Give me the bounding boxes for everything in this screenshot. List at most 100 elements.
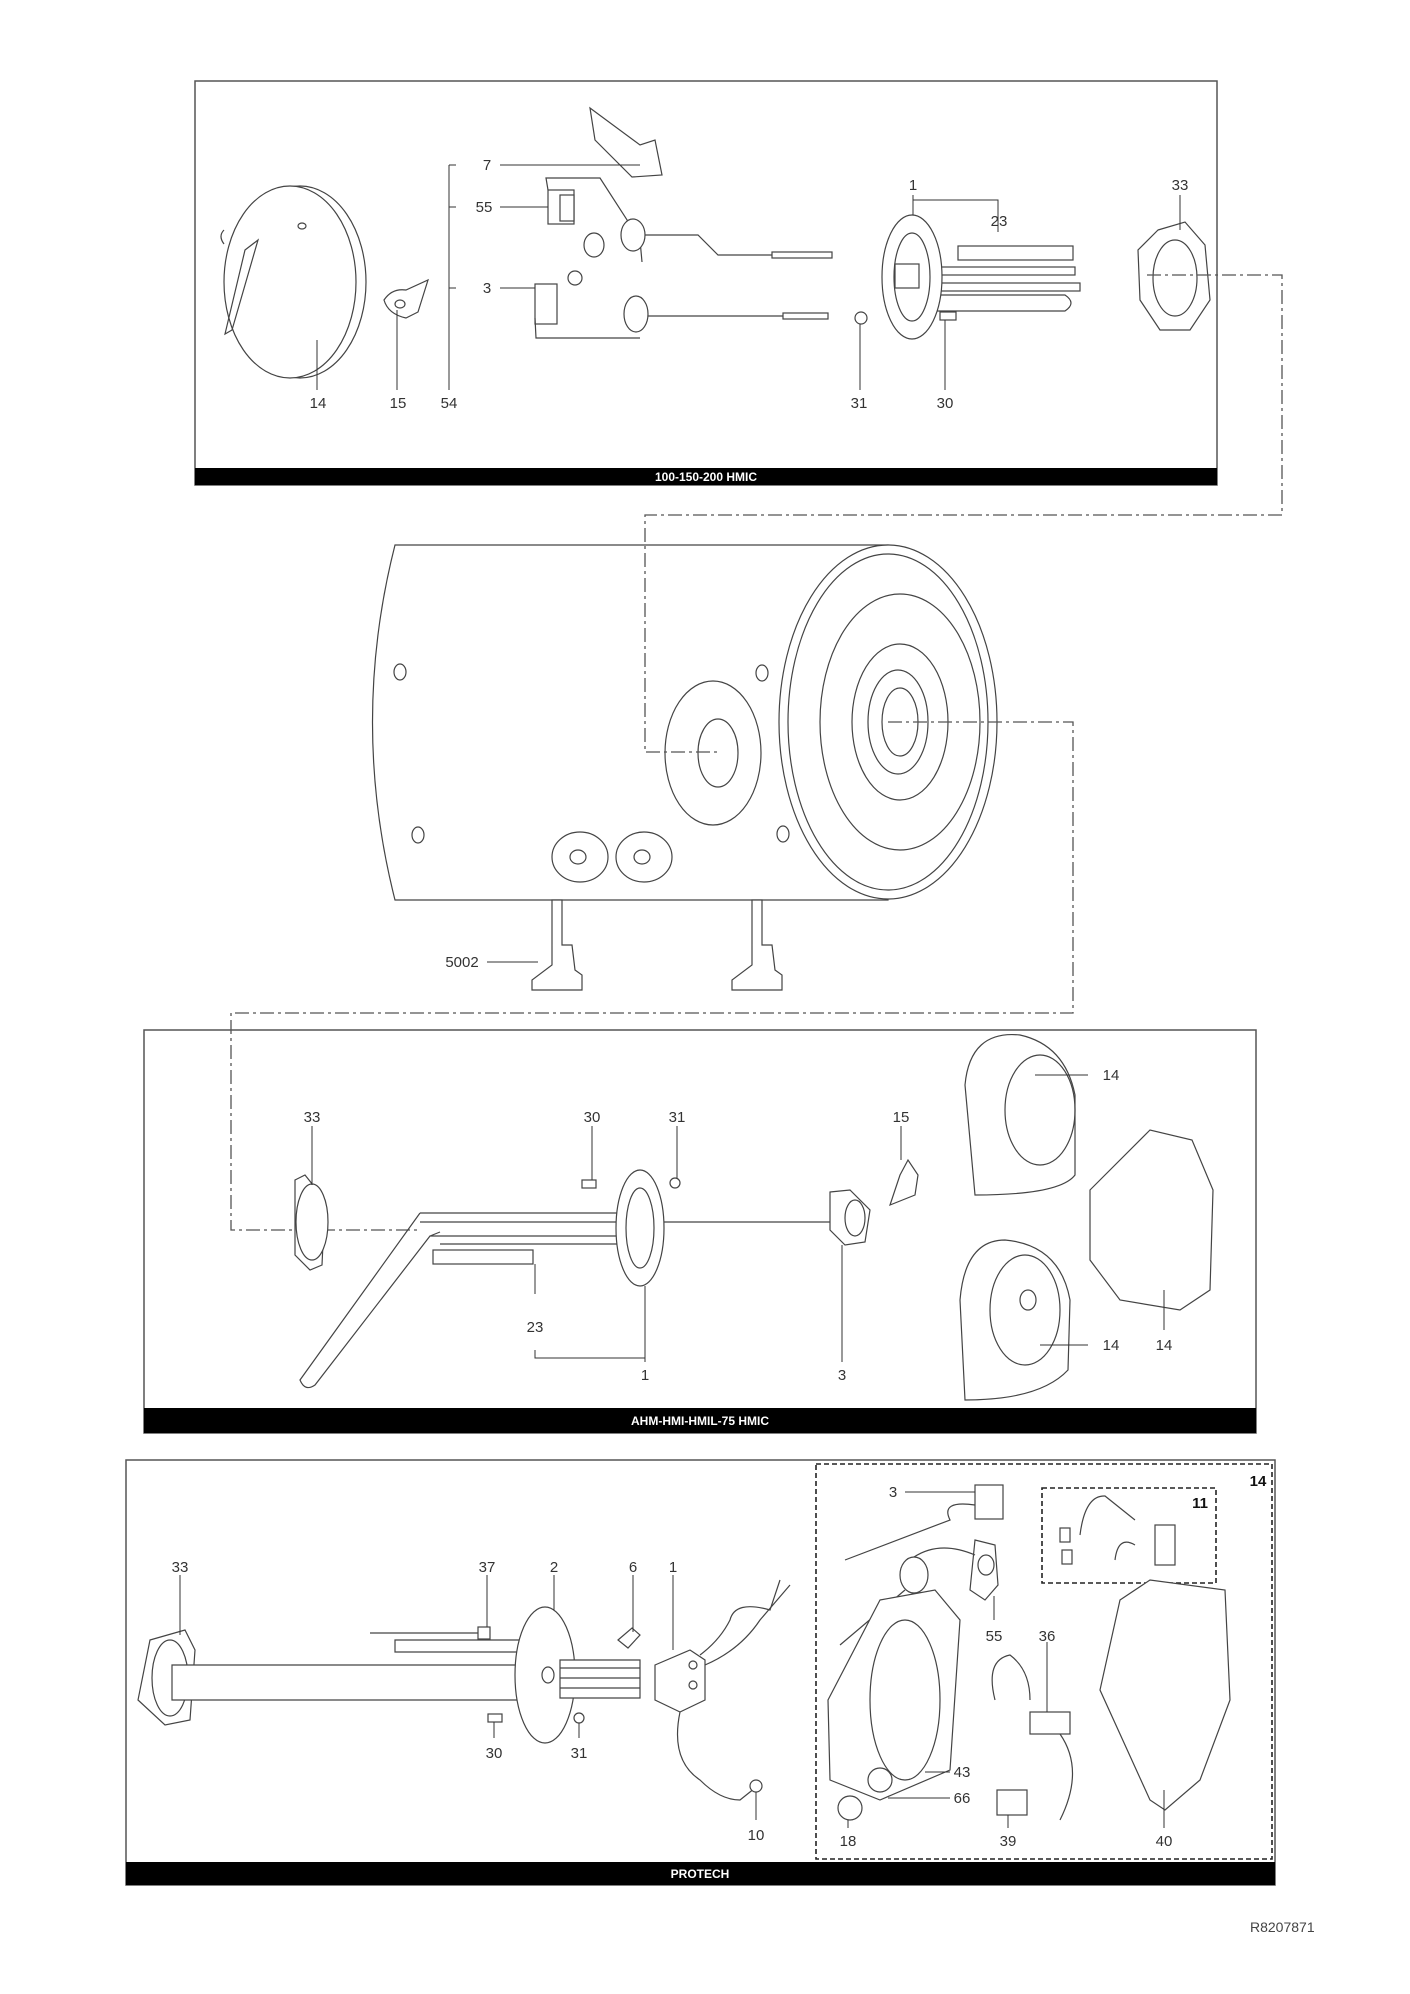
part-mounting-plate [589,106,663,178]
water-inlet [551,831,609,883]
part-circuit-board [991,1654,1074,1821]
part-clip [889,1158,919,1207]
panel-title: PROTECH [671,1867,730,1881]
part-knob [837,1795,863,1821]
earth-wire [676,1711,756,1801]
callout-2: 2 [550,1559,558,1576]
panel-title: 100-150-200 HMIC [655,470,757,484]
leg [731,899,783,991]
callout-1: 1 [669,1559,677,1576]
panel-protech: PROTECH [125,1459,1276,1886]
part-heating-element-flange [881,214,1081,340]
callout-66: 66 [954,1790,971,1807]
part-ring-terminal [749,1779,763,1793]
callout-14: 14 [1103,1067,1120,1084]
part-thermostat [829,1189,871,1246]
water-outlet [615,831,673,883]
callout-1: 1 [909,177,917,194]
panel-100-150-200-hmic: 100-150-200 HMIC [194,80,1218,486]
assembly-line-top [644,274,1283,753]
part-screw [939,311,957,321]
callout-15: 15 [893,1109,910,1126]
callout-37: 37 [479,1559,496,1576]
callout-1: 1 [641,1367,649,1384]
callout-5002: 5002 [445,954,478,971]
callout-31: 31 [851,395,868,412]
part-cover [220,185,367,379]
subkit-frame [1041,1487,1217,1584]
callout-43: 43 [954,1764,971,1781]
kit-frame [815,1463,1273,1860]
part-heating-rods [559,1659,641,1699]
part-gasket [294,1174,329,1271]
assembly-line-middle [230,721,1074,1231]
callout-33: 33 [1172,177,1189,194]
callout-39: 39 [1000,1833,1017,1850]
callout-23: 23 [527,1319,544,1336]
part-cover-round [964,1034,1076,1196]
callout-3: 3 [889,1484,897,1501]
callout-14-shell: 14 [1156,1337,1173,1354]
panel-ahm-hmi-hmil-75-hmic: AHM-HMI-HMIL-75 HMIC [143,1029,1257,1434]
callout-18: 18 [840,1833,857,1850]
part-thermostat [654,1649,706,1713]
part-cover-lower [959,1239,1071,1401]
part-cover-shell [1089,1129,1214,1311]
water-heater-tank: 5002 [371,544,998,991]
part-thermostat-3 [844,1484,1004,1561]
kit-14-box: 14 11 [815,1463,1273,1860]
callout-55: 55 [476,199,493,216]
callout-30: 30 [486,1745,503,1762]
callout-33: 33 [172,1559,189,1576]
callout-30: 30 [937,395,954,412]
part-sheath-tube [171,1664,521,1701]
part-thermostat-55 [545,177,833,286]
part-terminal [617,1627,641,1649]
callout-31: 31 [571,1745,588,1762]
callout-15: 15 [390,395,407,412]
callout-31: 31 [669,1109,686,1126]
callout-10: 10 [748,1827,765,1844]
part-block [996,1789,1028,1816]
part-clip [383,278,429,319]
subkit-number: 11 [1192,1495,1208,1512]
callout-36: 36 [1039,1628,1056,1645]
part-anode [957,245,1074,261]
leg-5002 [531,899,583,991]
part-heating-element [299,1169,835,1389]
side-flange [664,680,762,826]
callout-23: 23 [991,213,1008,230]
part-anode [432,1249,534,1265]
callout-55: 55 [986,1628,1003,1645]
callout-33: 33 [304,1109,321,1126]
callout-6: 6 [629,1559,637,1576]
part-tube [394,1639,521,1653]
callout-14: 14 [310,395,327,412]
panel-title-bar [126,1862,1275,1885]
callout-3: 3 [483,280,491,297]
part-thermostat-3 [534,283,829,339]
document-reference: R8207871 [1250,1919,1315,1935]
cable [699,1579,781,1656]
part-cover-40 [1099,1579,1231,1811]
panel-title-bar [144,1408,1256,1433]
kit-number: 14 [1250,1473,1267,1490]
part-nut [669,1177,681,1189]
part-thermostat-55 [839,1539,999,1646]
part-probe [370,1626,491,1640]
callout-40: 40 [1156,1833,1173,1850]
part-screw [581,1179,597,1189]
callout-3: 3 [838,1367,846,1384]
part-wiring-kit [1059,1495,1176,1566]
part-housing [827,1589,961,1801]
panel-title: AHM-HMI-HMIL-75 HMIC [631,1414,769,1428]
callout-30: 30 [584,1109,601,1126]
panel-title-bar [195,468,1217,485]
callout-54: 54 [441,395,458,412]
part-nut [854,311,868,325]
part-gasket [1137,221,1211,331]
callout-14-lower: 14 [1103,1337,1120,1354]
callout-7: 7 [483,157,491,174]
part-screw [487,1713,503,1723]
